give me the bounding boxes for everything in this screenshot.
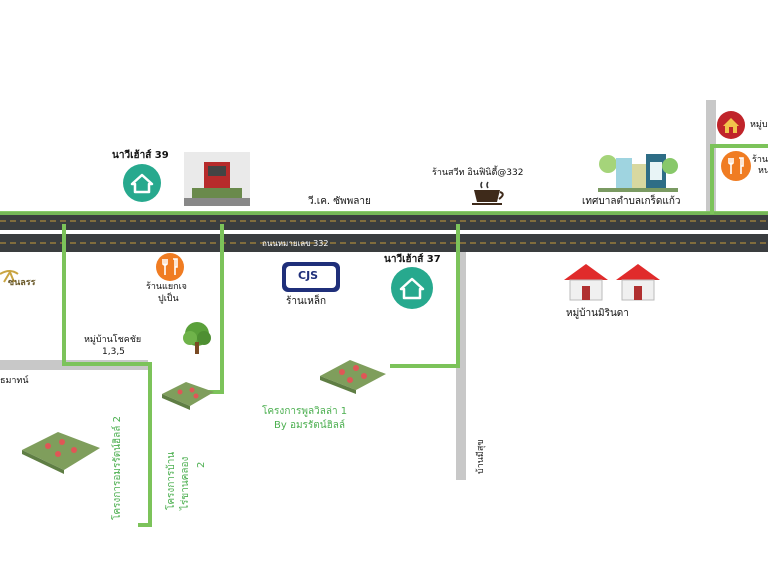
municipality-building-icon (598, 152, 678, 196)
cjs-logo-text: CJS (298, 269, 319, 282)
house-39-label: นาวีเฮ้าส์ 39 (112, 150, 169, 161)
project-poolvilla-1-label-b: By อมรรัตน์ฮิลล์ (274, 420, 345, 431)
building-photo-icon (184, 152, 250, 210)
home-icon[interactable] (390, 266, 434, 314)
project-raikhanklong-2-label-c: 2 (196, 461, 207, 468)
project-raikhanklong-2-label-b: ไร่ขานคลอง (180, 456, 191, 510)
chokchai-village-label-1: หมู่บ้านโชคชัย (84, 335, 142, 345)
restaurant-icon[interactable] (720, 150, 752, 186)
restaurant-icon[interactable] (155, 252, 185, 286)
restaurant-top-right-label-2: หน (758, 166, 768, 176)
top-road-label: วี.เค. ซัพพลาย (308, 196, 371, 207)
home-icon[interactable] (122, 163, 162, 207)
side-road-right-vertical (456, 252, 466, 480)
brand-logo-icon (0, 268, 50, 306)
cafe-label: ร้านสวีท อินฟินิตี้@332 (432, 168, 524, 178)
restaurant-left-label-1: ร้านแยกเจ (146, 282, 187, 292)
restaurant-left-label-2: ปูเป็น (158, 294, 179, 304)
chokchai-village-label-2: 1,3,5 (102, 347, 125, 357)
cjs-logo-icon (282, 262, 340, 296)
house-37-label: นาวีเฮ้าส์ 37 (384, 254, 441, 265)
project-poolvilla-1-label-a: โครงการพูลวิลล่า 1 (262, 406, 348, 417)
plot-map-icon (318, 352, 388, 402)
municipality-label: เทศบาลตำบลเกร็ดแก้ว (582, 196, 681, 207)
coffee-cup-icon (472, 180, 506, 210)
steel-shop-label: ร้านเหล็ก (286, 296, 327, 307)
project-raikhanklong-2-label-a: โครงการบ้าน (166, 451, 177, 510)
tree-icon (180, 320, 214, 360)
project-amornrat-2-label: โครงการอมรรัตน์ฮิลล์ 2 (112, 416, 123, 520)
house-icon (562, 262, 662, 306)
village-top-right-label: หมู่บ (750, 120, 768, 130)
village-home-icon[interactable] (716, 110, 746, 144)
left-road-label: ธมาทน์ (0, 376, 29, 386)
left-brand-label: ซนลรร (8, 278, 36, 288)
restaurant-top-right-label-1: ร้านอ (752, 155, 768, 165)
soi-label: บ้านมีสุข (476, 439, 486, 475)
main-road-label: ถนนหมายเลข 332 (262, 239, 329, 248)
mirinda-village-label: หมู่บ้านมิรินดา (566, 308, 629, 319)
plot-map-icon (18, 420, 104, 482)
plot-map-icon (160, 374, 216, 418)
